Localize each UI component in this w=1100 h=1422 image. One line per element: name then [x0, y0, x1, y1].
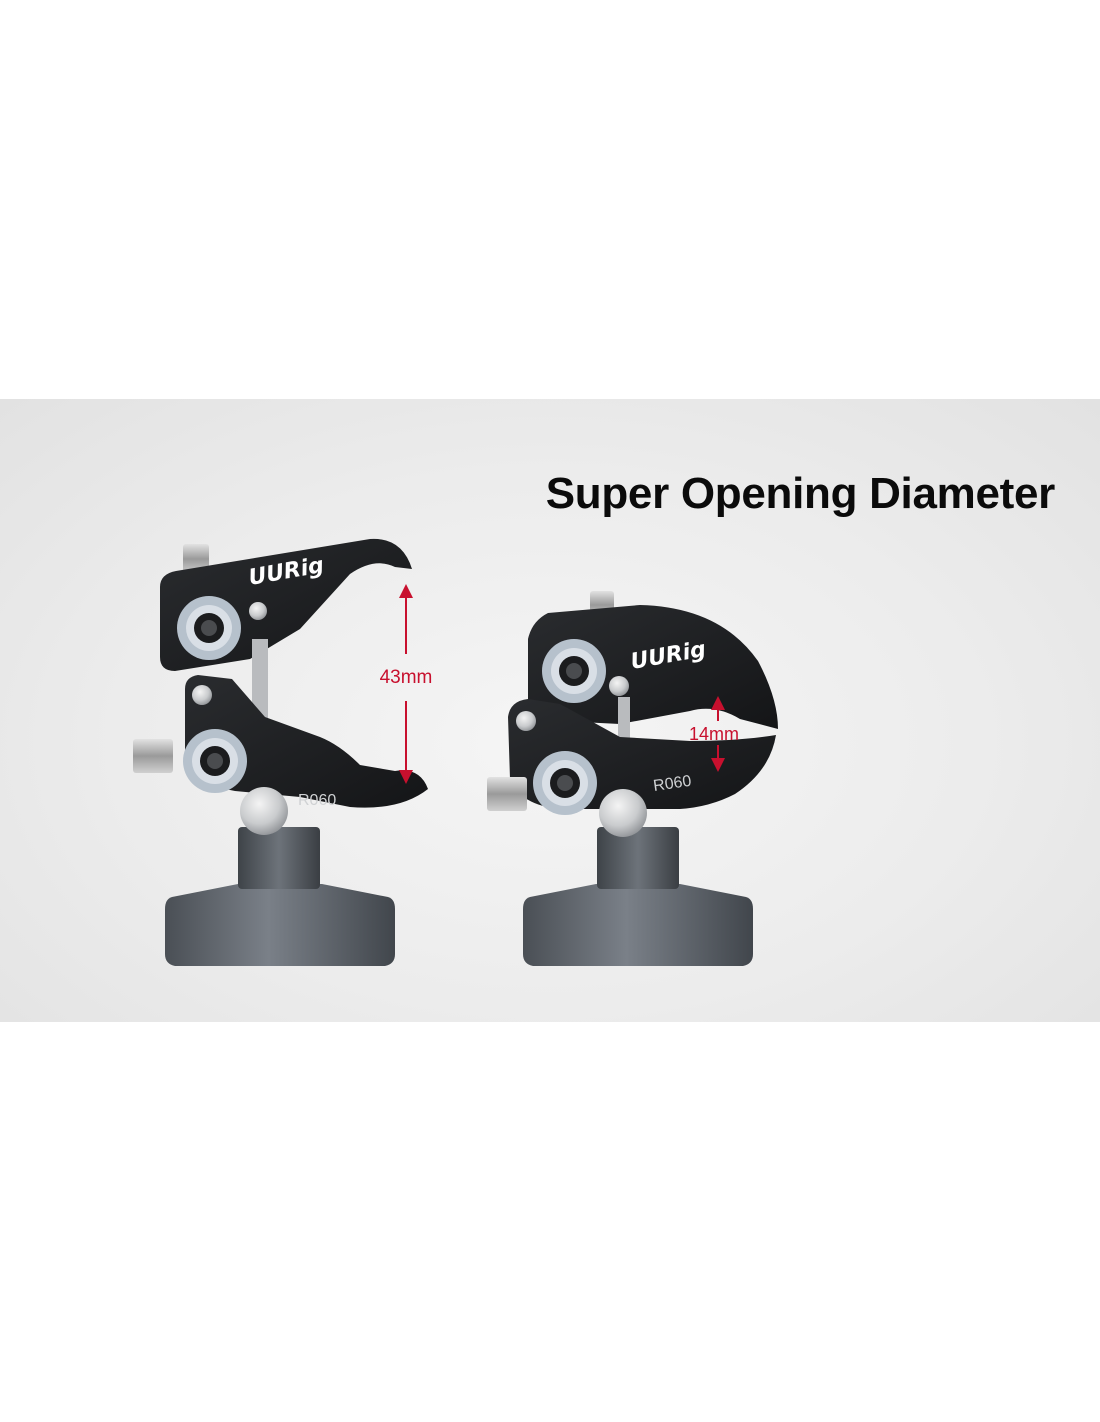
- pivot-pin: [192, 685, 212, 705]
- product-banner: Super Opening Diameter: [0, 399, 1100, 1022]
- clamp-closed: UURig R060 14mm: [487, 591, 778, 966]
- pivot-pin: [249, 602, 267, 620]
- base-block: [523, 884, 753, 966]
- pivot-pin: [609, 676, 629, 696]
- base-stem: [597, 827, 679, 889]
- base-block: [165, 884, 395, 966]
- top-screw: [183, 544, 209, 574]
- measurement-label: 43mm: [380, 667, 433, 688]
- measurement-label: 14mm: [689, 724, 739, 744]
- lock-knob: [599, 789, 647, 837]
- headline: Super Opening Diameter: [545, 469, 1056, 518]
- lock-knob: [240, 787, 288, 835]
- side-screw: [133, 739, 173, 773]
- spring-rod: [252, 639, 268, 719]
- pivot-pin: [516, 711, 536, 731]
- base-stem: [238, 827, 320, 889]
- model-label: R060: [652, 773, 692, 795]
- model-label: R060: [298, 792, 336, 809]
- lower-jaw: [185, 675, 428, 808]
- spring-rod: [618, 697, 630, 739]
- clamp-open: UURig R060 43mm: [133, 538, 433, 966]
- product-illustration: UURig R060 43mm: [133, 538, 778, 966]
- side-screw: [487, 777, 527, 811]
